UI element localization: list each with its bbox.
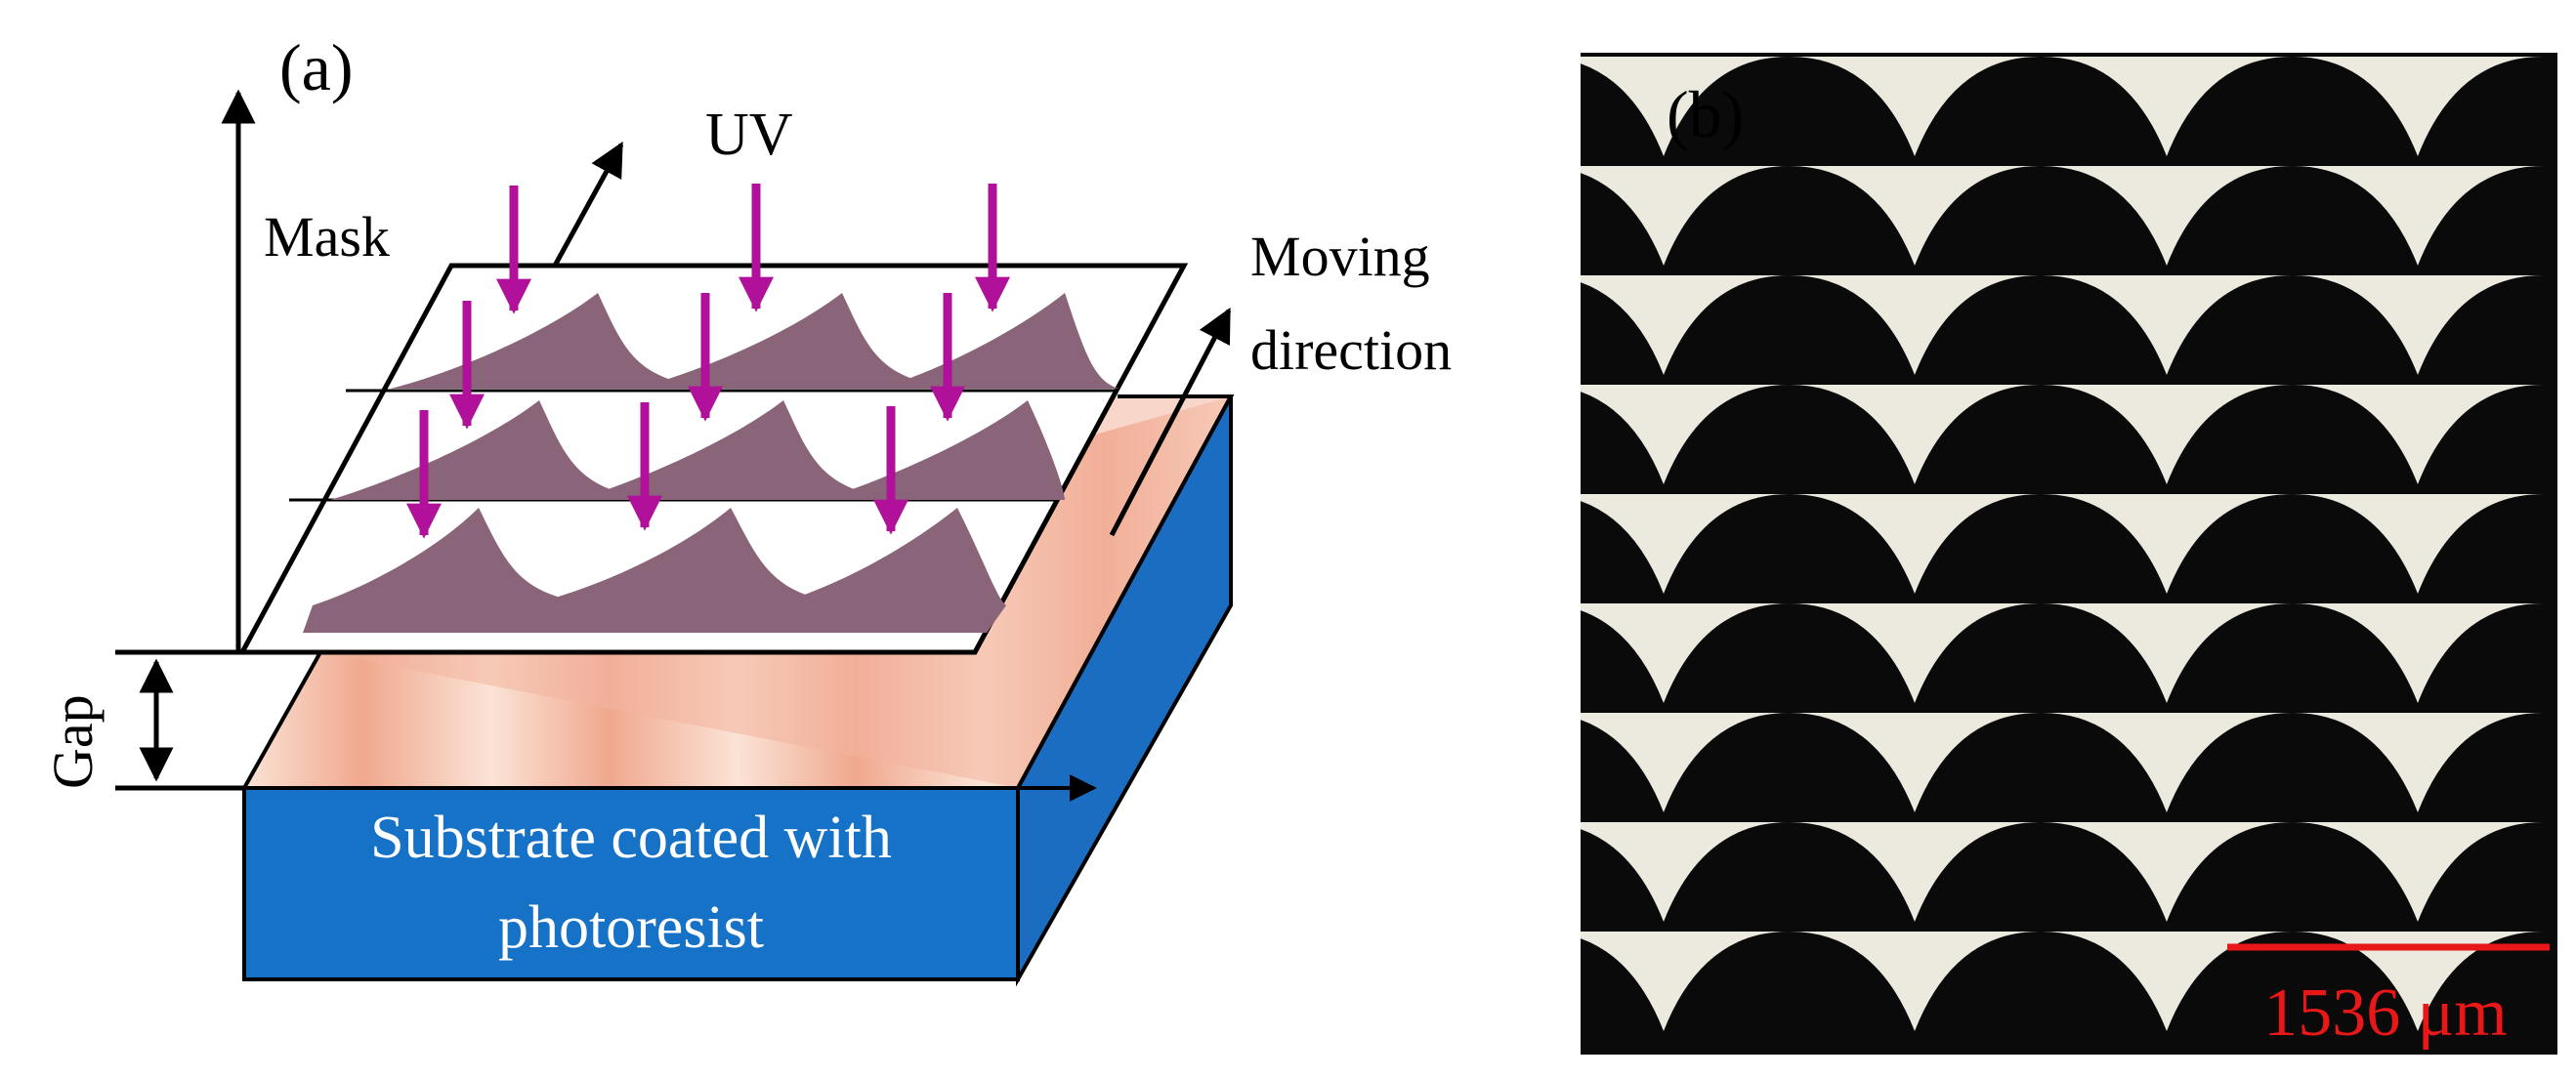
mask-pattern — [313, 293, 1119, 605]
substrate-top-edge — [242, 651, 322, 789]
panel-b-micrograph: (b) 1536 μm — [1581, 53, 2557, 1055]
micrograph-row — [1581, 385, 2557, 484]
substrate-back-edge — [1016, 394, 1235, 789]
micrograph-row — [1581, 822, 2557, 922]
panel-a-label: (a) — [279, 30, 353, 104]
substrate-label-line2: photoresist — [498, 894, 764, 961]
micrograph-row — [1581, 932, 2557, 1031]
mask-pattern-band — [303, 605, 1006, 633]
panel-a-schematic: (a) — [41, 30, 1452, 987]
depth-axis — [552, 141, 624, 268]
micrograph-pattern — [1581, 57, 2557, 1031]
micrograph-row — [1581, 57, 2557, 156]
substrate-label-line1: Substrate coated with — [370, 805, 892, 871]
moving-direction-arrow — [1109, 307, 1232, 537]
gap-label: Gap — [41, 694, 105, 789]
micrograph-row — [1581, 713, 2557, 812]
micrograph-row — [1581, 494, 2557, 594]
moving-direction-label-line1: Moving — [1250, 225, 1430, 288]
mask-label: Mask — [264, 205, 390, 269]
panel-b-label: (b) — [1667, 77, 1744, 151]
moving-direction-label-line2: direction — [1250, 318, 1452, 382]
uv-label: UV — [705, 102, 793, 168]
micrograph-row — [1581, 603, 2557, 703]
uv-arrows — [406, 184, 1010, 539]
scale-bar-label: 1536 μm — [2263, 975, 2507, 1051]
micrograph-row — [1581, 275, 2557, 375]
substrate-front-face — [242, 786, 1020, 981]
micrograph-row — [1581, 166, 2557, 266]
